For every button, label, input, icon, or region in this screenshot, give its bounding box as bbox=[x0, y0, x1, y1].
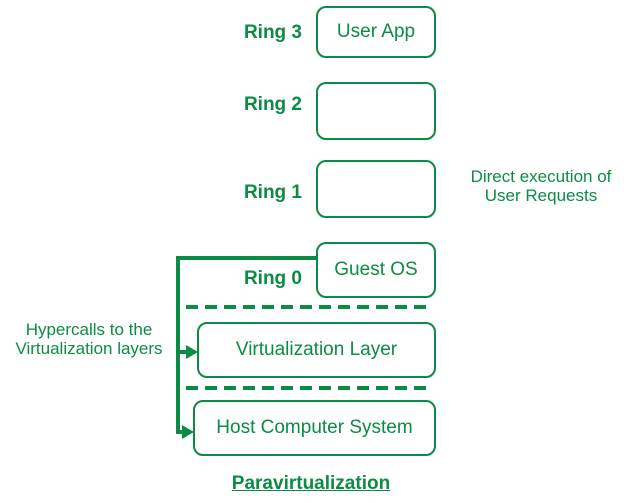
ring-3-label: Ring 3 bbox=[243, 22, 302, 43]
diagram-caption: Paravirtualization bbox=[231, 473, 391, 494]
connector-stub-to-virtualization-layer bbox=[176, 350, 188, 354]
arrow-into-virtualization-layer-icon bbox=[186, 345, 198, 359]
host-computer-system-box: Host Computer System bbox=[193, 400, 436, 456]
connector-top-horizontal-line bbox=[176, 256, 318, 260]
virtualization-layer-box: Virtualization Layer bbox=[197, 322, 436, 378]
connector-stub-to-host-system bbox=[176, 430, 184, 434]
guest-os-box: Guest OS bbox=[316, 242, 436, 298]
arrow-into-host-system-icon bbox=[182, 425, 194, 439]
user-app-box: User App bbox=[316, 6, 436, 58]
ring-0-label: Ring 0 bbox=[243, 268, 302, 289]
connector-vertical-line bbox=[176, 256, 180, 434]
ring-2-label: Ring 2 bbox=[243, 94, 302, 115]
virtualization-host-separator-dashed-line bbox=[186, 386, 428, 390]
ring-1-label: Ring 1 bbox=[243, 182, 302, 203]
ring-2-box bbox=[316, 82, 436, 140]
ring0-virtualization-separator-dashed-line bbox=[186, 305, 428, 309]
ring-1-box bbox=[316, 160, 436, 218]
hypercalls-annotation: Hypercalls to the Virtualization layers bbox=[15, 320, 163, 359]
direct-execution-annotation: Direct execution of User Requests bbox=[470, 167, 612, 206]
